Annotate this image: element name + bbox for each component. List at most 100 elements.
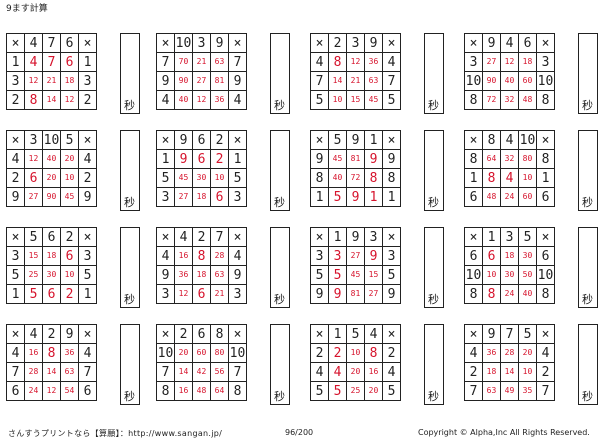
left-number-cell: 1 [464, 168, 483, 188]
time-entry-box[interactable] [120, 33, 140, 114]
right-number-cell: 4 [536, 343, 555, 363]
top-number-cell: 3 [364, 227, 383, 247]
left-number-cell: 3 [156, 187, 175, 207]
time-entry-box[interactable] [424, 227, 444, 308]
right-number-cell: 1 [78, 52, 97, 72]
answer-cell: 27 [346, 246, 365, 266]
time-entry-box[interactable] [270, 227, 290, 308]
left-number-cell: 4 [6, 343, 25, 363]
time-entry-box[interactable] [578, 130, 598, 211]
right-number-cell: 4 [78, 343, 97, 363]
answer-cell: 25 [24, 265, 43, 285]
answer-cell: 80 [210, 343, 229, 363]
answer-cell: 28 [500, 343, 519, 363]
time-entry-box[interactable] [424, 130, 444, 211]
time-entry-box[interactable] [270, 130, 290, 211]
answer-cell: 45 [60, 187, 79, 207]
answer-cell: 9 [328, 284, 347, 304]
footer-site-link[interactable]: さんすうプリントなら【算願】：http://www.sangan.jp/ [8, 429, 223, 438]
time-entry-box[interactable] [270, 33, 290, 114]
operator-cell: × [78, 227, 97, 247]
answer-cell: 20 [60, 149, 79, 169]
right-number-cell: 1 [536, 168, 555, 188]
operator-cell: × [78, 324, 97, 344]
top-number-cell: 1 [482, 227, 501, 247]
time-entry-box[interactable] [120, 227, 140, 308]
operator-cell: × [464, 130, 483, 150]
left-number-cell: 4 [464, 343, 483, 363]
answer-cell: 6 [192, 284, 211, 304]
right-number-cell: 5 [228, 168, 247, 188]
time-entry-box[interactable] [578, 33, 598, 114]
right-number-cell: 3 [228, 284, 247, 304]
top-number-cell: 1 [328, 324, 347, 344]
top-number-cell: 7 [42, 33, 61, 53]
seconds-label: 秒 [428, 293, 439, 306]
time-entry-box[interactable] [120, 130, 140, 211]
right-number-cell: 7 [228, 52, 247, 72]
answer-cell: 48 [482, 187, 501, 207]
answer-cell: 12 [174, 284, 193, 304]
time-entry-box[interactable] [578, 227, 598, 308]
answer-cell: 10 [60, 168, 79, 188]
top-number-cell: 7 [500, 324, 519, 344]
answer-cell: 21 [192, 52, 211, 72]
answer-cell: 20 [42, 168, 61, 188]
top-number-cell: 8 [210, 324, 229, 344]
right-number-cell: 5 [78, 265, 97, 285]
left-number-cell: 7 [6, 362, 25, 382]
answer-cell: 16 [24, 343, 43, 363]
answer-cell: 36 [210, 90, 229, 110]
top-number-cell: 2 [210, 130, 229, 150]
answer-cell: 10 [482, 265, 501, 285]
answer-cell: 27 [364, 284, 383, 304]
answer-cell: 35 [518, 381, 537, 401]
answer-cell: 12 [500, 52, 519, 72]
time-entry-box[interactable] [424, 324, 444, 405]
answer-cell: 12 [346, 52, 365, 72]
left-number-cell: 9 [310, 284, 329, 304]
top-number-cell: 8 [482, 130, 501, 150]
left-number-cell: 3 [6, 71, 25, 91]
answer-cell: 36 [174, 265, 193, 285]
answer-cell: 49 [500, 381, 519, 401]
answer-cell: 20 [346, 362, 365, 382]
right-number-cell: 3 [382, 246, 401, 266]
time-entry-box[interactable] [578, 324, 598, 405]
right-number-cell: 9 [382, 149, 401, 169]
top-number-cell: 4 [24, 324, 43, 344]
answer-cell: 9 [174, 149, 193, 169]
top-number-cell: 6 [192, 130, 211, 150]
time-entry-box[interactable] [270, 324, 290, 405]
answer-cell: 12 [24, 149, 43, 169]
left-number-cell: 1 [6, 284, 25, 304]
top-number-cell: 6 [42, 227, 61, 247]
answer-cell: 5 [24, 284, 43, 304]
operator-cell: × [310, 324, 329, 344]
answer-cell: 54 [60, 381, 79, 401]
left-number-cell: 5 [156, 168, 175, 188]
answer-cell: 60 [192, 343, 211, 363]
seconds-label: 秒 [428, 196, 439, 209]
answer-cell: 2 [210, 149, 229, 169]
answer-cell: 6 [60, 246, 79, 266]
left-number-cell: 8 [464, 284, 483, 304]
answer-cell: 8 [42, 343, 61, 363]
right-number-cell: 2 [78, 90, 97, 110]
top-number-cell: 9 [60, 324, 79, 344]
time-entry-box[interactable] [120, 324, 140, 405]
time-entry-box[interactable] [424, 33, 444, 114]
left-number-cell: 10 [156, 343, 175, 363]
left-number-cell: 9 [156, 71, 175, 91]
top-number-cell: 10 [518, 130, 537, 150]
right-number-cell: 4 [228, 90, 247, 110]
